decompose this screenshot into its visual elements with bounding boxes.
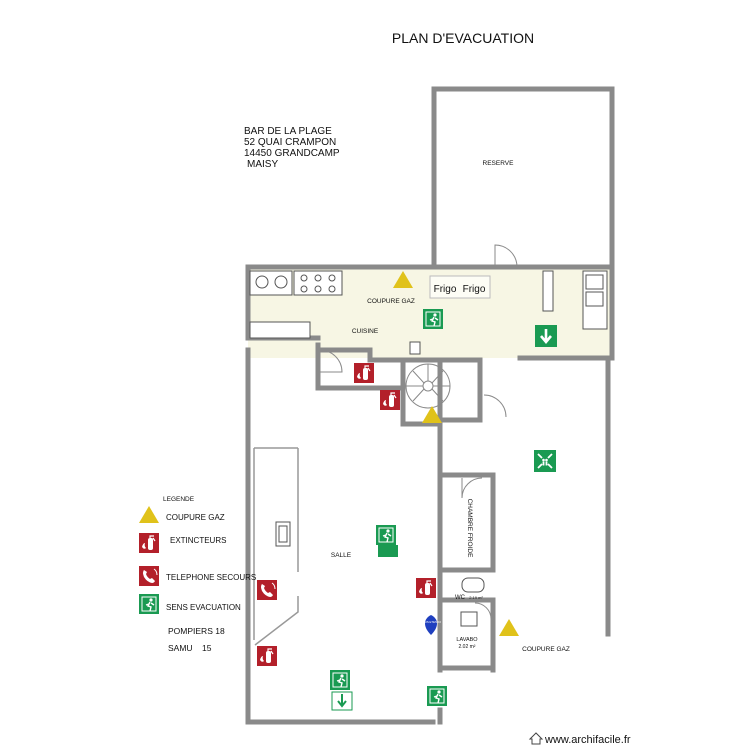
room-reserve: RESERVE [483, 160, 515, 167]
legend: LEGENDE COUPURE GAZ EXTINCTEURS TELEPHON… [138, 496, 256, 653]
address-line-3: 14450 GRANDCAMP [244, 148, 340, 159]
emergency-phone-icon [256, 579, 278, 601]
exit-running-man-icon [375, 524, 397, 546]
interior-lines [253, 447, 299, 646]
gas-cutoff-triangle [499, 619, 519, 636]
address-line-2: 52 QUAI CRAMPON [244, 137, 336, 148]
door-chambre [461, 477, 483, 499]
legend-item-label: COUPURE GAZ [166, 513, 225, 522]
address-line-1: BAR DE LA PLAGE [244, 126, 332, 137]
fire-extinguisher-icon [256, 645, 278, 667]
you-are-here-marker: VOUS ETES ICI [421, 615, 442, 635]
legend-item-label: TELEPHONE SECOURS [166, 573, 256, 582]
room-wc-area: 2.19 m² [469, 595, 483, 600]
exit-running-man-icon [422, 308, 444, 330]
marker-label: VOUS ETES ICI [421, 620, 442, 624]
address-block: BAR DE LA PLAGE 52 QUAI CRAMPON 14450 GR… [244, 126, 340, 170]
page-title: PLAN D'EVACUATION [392, 30, 534, 46]
samu-number: SAMU 15 [168, 643, 212, 653]
phone-box [409, 341, 421, 355]
door-kitchen-left [319, 349, 343, 373]
counter [249, 321, 311, 339]
fire-extinguisher-icon [353, 362, 375, 384]
room-chambre-froide: CHAMBRE FROIDE [466, 499, 473, 559]
basin [460, 611, 478, 627]
spiral-staircase [405, 363, 451, 409]
label-coupure-gaz-cuisine: COUPURE GAZ [367, 298, 415, 305]
frigo-2: Frigo [463, 284, 486, 295]
plan-symbols: VOUS ETES ICI [256, 271, 559, 711]
room-lavabo: LAVABO [456, 637, 478, 643]
stove-1 [249, 270, 293, 296]
room-labels: RESERVE COUPURE GAZ CUISINE Frigo Frigo … [331, 160, 570, 653]
emergency-phone-icon [138, 565, 160, 587]
legend-heading: LEGENDE [163, 496, 195, 503]
door-reserve [494, 244, 518, 268]
exit-running-man-icon [329, 669, 351, 691]
shelf [542, 270, 554, 312]
door-swings [319, 244, 518, 620]
pompiers-number: POMPIERS 18 [168, 626, 225, 636]
fire-extinguisher-icon [138, 532, 160, 554]
door-wc [474, 602, 492, 620]
room-wc: WC [455, 595, 466, 601]
watermark: www.archifacile.fr [528, 732, 631, 746]
room-salle: SALLE [331, 552, 352, 559]
room-lavabo-area: 2.02 m² [459, 644, 476, 650]
assembly-point-icon [533, 449, 557, 473]
exit-running-man-icon [138, 593, 160, 615]
gas-cutoff-triangle [139, 506, 159, 523]
exit-running-man-icon [426, 685, 448, 707]
frigo-1: Frigo [434, 284, 457, 295]
legend-item-label: SENS EVACUATION [166, 603, 241, 612]
down-arrow-icon [533, 323, 559, 349]
kitchen-equipment [249, 270, 608, 627]
frigo-box [429, 275, 491, 299]
label-coupure-gaz-ext: COUPURE GAZ [522, 646, 570, 653]
fire-extinguisher-icon [415, 577, 437, 599]
room-cuisine: CUISINE [352, 328, 379, 335]
legend-item-label: EXTINCTEURS [170, 536, 226, 545]
door-stair-right [483, 394, 507, 418]
wc-bowl [461, 577, 485, 593]
walls [245, 86, 615, 725]
house-logo-icon [528, 732, 544, 745]
watermark-text: www.archifacile.fr [544, 734, 631, 746]
fire-extinguisher-icon [379, 389, 401, 411]
address-line-4: MAISY [247, 159, 278, 170]
